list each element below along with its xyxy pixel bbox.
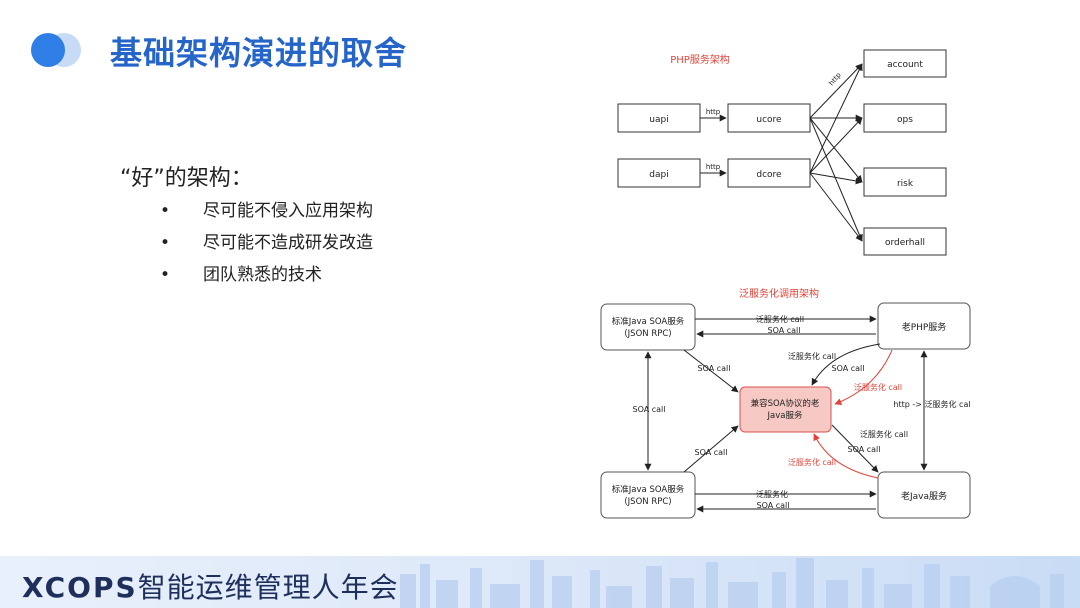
generic-service-call-diagram: 泛服务化调用架构 标准Java SOA服务 (JSON RPC) 老PHP服务 … — [600, 287, 971, 519]
bullet-icon: • — [160, 265, 171, 285]
php-architecture-diagram: PHP服务架构 uapi ucore dapi dcore account op… — [617, 49, 947, 256]
edge-label: SOA call — [698, 364, 731, 373]
fanout-edges — [809, 63, 863, 242]
bullet-icon: • — [160, 201, 171, 221]
bullet-text: 尽可能不造成研发改造 — [203, 233, 373, 253]
node-dcore-label: dcore — [756, 170, 782, 180]
node-java-soa-bottom — [600, 471, 696, 519]
edge-label: SOA call — [757, 501, 790, 510]
node-label: 标准Java SOA服务 — [612, 484, 685, 495]
edge-label: http — [827, 71, 843, 88]
node-ops — [863, 103, 947, 133]
edge-label: http — [706, 163, 721, 171]
edge-ucore-risk — [809, 117, 863, 183]
edge-label: http -> 泛服务化 cal — [893, 399, 970, 409]
section-heading: “好”的架构： — [120, 166, 253, 191]
city-skyline-icon — [400, 558, 1064, 608]
brand-event-name: 智能运维管理人年会 — [137, 571, 399, 604]
node-risk-label: risk — [897, 179, 914, 189]
footer-banner: XCOPS智能运维管理人年会 — [0, 556, 1080, 608]
edge-php-to-center-red — [834, 349, 893, 405]
node-old-java — [877, 471, 971, 519]
edge-soa-bottom-to-center — [683, 425, 739, 473]
edge-label: 泛服务化 call — [854, 382, 902, 392]
node-dcore — [727, 158, 811, 188]
node-label: 老PHP服务 — [902, 321, 947, 333]
edge-ucore-account — [809, 63, 863, 119]
edge-label: 泛服务化 call — [860, 429, 908, 439]
architecture-diagrams: PHP服务架构 uapi ucore dapi dcore account op… — [600, 49, 971, 519]
node-dapi — [617, 158, 701, 188]
edge-php-to-center — [811, 343, 881, 386]
edge-label: SOA call — [633, 405, 666, 414]
brand-logo-text: XCOPS — [22, 571, 138, 604]
edge-label: 泛服务化 call — [788, 351, 836, 361]
page-title: 基础架构演进的取舍 — [110, 34, 408, 72]
edge-label: 泛服务化 call — [788, 457, 836, 467]
edge-label: SOA call — [832, 364, 865, 373]
edge-ucore-orderhall — [809, 117, 863, 242]
footer-brand: XCOPS智能运维管理人年会 — [22, 566, 399, 606]
node-account-label: account — [887, 60, 923, 70]
node-ops-label: ops — [897, 115, 913, 125]
node-old-php — [877, 302, 971, 350]
node-risk — [863, 167, 947, 197]
node-java-soa-top — [600, 303, 696, 351]
edge-label: http — [706, 108, 721, 116]
node-orderhall — [863, 227, 947, 256]
node-label: 标准Java SOA服务 — [612, 316, 685, 327]
node-label: (JSON RPC) — [624, 497, 671, 507]
node-account — [863, 49, 947, 78]
edge-label: SOA call — [695, 448, 728, 457]
node-uapi-label: uapi — [649, 115, 668, 125]
twin-circle-logo-icon — [31, 33, 81, 67]
node-uapi — [617, 103, 701, 133]
edge-label: SOA call — [768, 326, 801, 335]
edge-soa-top-to-center — [683, 349, 739, 393]
node-compat-old-java — [739, 386, 832, 433]
edge-dcore-risk — [809, 172, 863, 185]
node-label: 兼容SOA协议的老 — [751, 398, 820, 409]
bullet-text: 团队熟悉的技术 — [203, 265, 322, 285]
diagram-title: PHP服务架构 — [670, 53, 730, 66]
edge-center-to-java — [831, 424, 879, 473]
edge-dcore-orderhall — [809, 172, 863, 242]
edge-java-to-center-red — [813, 433, 879, 479]
edge-dcore-ops — [809, 117, 863, 174]
edge-label: 泛服务化 — [756, 489, 788, 499]
node-dapi-label: dapi — [649, 170, 668, 180]
node-label: Java服务 — [767, 410, 803, 421]
diagram-title: 泛服务化调用架构 — [739, 287, 819, 300]
node-label: (JSON RPC) — [624, 329, 671, 339]
node-label: 老Java服务 — [901, 490, 947, 502]
edge-label: 泛服务化 call — [756, 314, 804, 324]
bullet-text: 尽可能不侵入应用架构 — [203, 201, 373, 221]
edge-dcore-account — [809, 63, 863, 174]
node-ucore-label: ucore — [756, 115, 782, 125]
node-orderhall-label: orderhall — [885, 238, 925, 248]
bullet-icon: • — [160, 233, 171, 253]
edge-label: SOA call — [848, 445, 881, 454]
